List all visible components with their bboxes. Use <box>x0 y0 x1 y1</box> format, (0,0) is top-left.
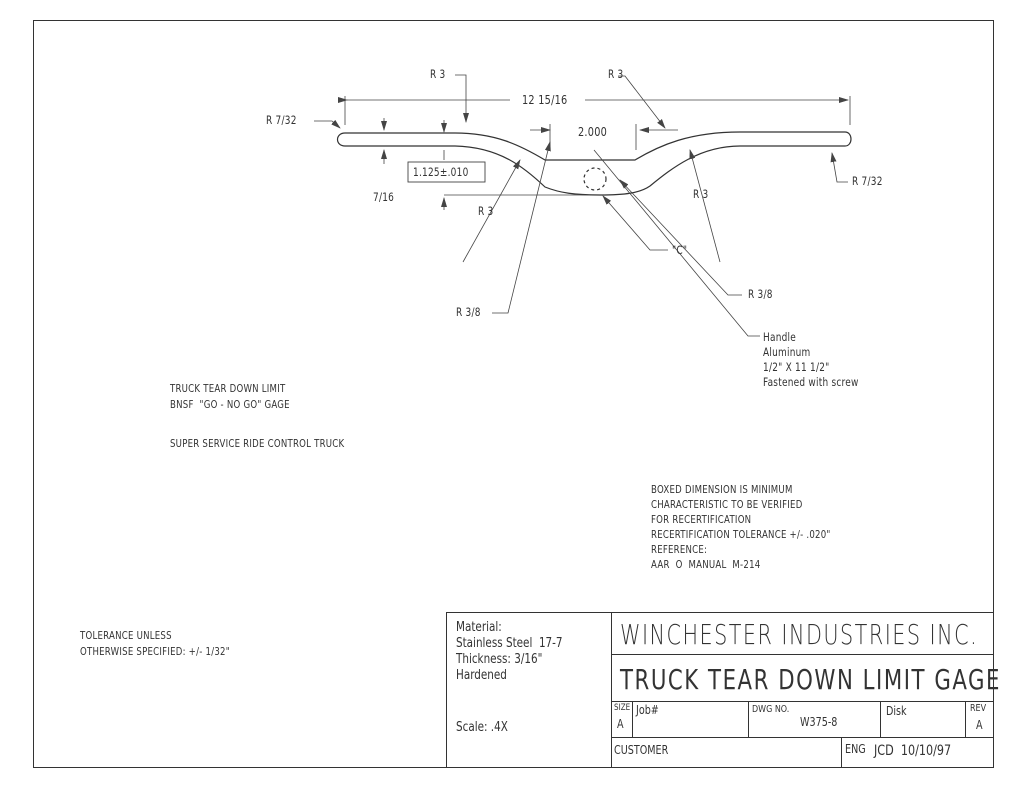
size-label: SIZE <box>614 703 631 713</box>
boxed-note-line-5: REFERENCE: <box>651 543 708 556</box>
gage-outline-top <box>345 131 845 161</box>
eng-label: ENG <box>845 742 866 756</box>
dim-overall-length: 12 15/16 <box>522 92 568 107</box>
size-value: A <box>617 717 624 731</box>
boxed-dimension-note: BOXED DIMENSION IS MINIMUM CHARACTERISTI… <box>651 482 881 572</box>
rev-value: A <box>976 718 983 732</box>
boxed-note-line-4: RECERTIFICATION TOLERANCE +/- .020" <box>651 528 831 541</box>
material-line-2: Stainless Steel 17-7 <box>456 636 563 651</box>
gage-left-end <box>336 132 346 147</box>
dim-point-c: "C" <box>672 243 688 257</box>
dim-boxed-height: 1.125±.010 <box>413 165 469 179</box>
dim-r3-lower-right: R 3 <box>693 187 709 201</box>
boxed-note-line-3: FOR RECERTIFICATION <box>651 513 752 526</box>
rev-label: REV <box>970 703 987 714</box>
customer-label: CUSTOMER <box>614 743 669 757</box>
dim-r3-top-left: R 3 <box>430 67 446 81</box>
dim-r3-lower-left: R 3 <box>478 204 494 218</box>
gage-right-end <box>844 131 852 147</box>
dim-r732-right: R 7/32 <box>852 174 883 188</box>
handle-line-1: Handle <box>763 330 797 344</box>
company-name: WINCHESTER INDUSTRIES INC. <box>620 618 979 651</box>
material-line-4: Hardened <box>456 668 507 683</box>
boxed-note-line-1: BOXED DIMENSION IS MINIMUM <box>651 483 793 496</box>
handle-note: Handle Aluminum 1/2" X 11 1/2" Fastened … <box>763 330 886 390</box>
eng-value: JCD 10/10/97 <box>874 743 952 759</box>
disk-label: Disk <box>886 704 907 718</box>
boxed-note-line-6: AAR O MANUAL M-214 <box>651 558 761 571</box>
left-note-line-3: SUPER SERVICE RIDE CONTROL TRUCK <box>170 437 345 450</box>
left-note-line-1: TRUCK TEAR DOWN LIMIT <box>170 382 286 395</box>
handle-line-4: Fastened with screw <box>763 375 859 389</box>
handle-line-3: 1/2" X 11 1/2" <box>763 360 830 374</box>
eng-cell <box>841 737 994 768</box>
job-label: Job# <box>636 703 659 717</box>
dwg-label: DWG NO. <box>752 704 790 715</box>
dim-center-flat: 2.000 <box>578 124 608 139</box>
material-line-3: Thickness: 3/16" <box>456 652 543 667</box>
dim-left-height: 7/16 <box>373 190 395 204</box>
boxed-note-line-2: CHARACTERISTIC TO BE VERIFIED <box>651 498 803 511</box>
tolerance-line-1: TOLERANCE UNLESS <box>80 629 172 642</box>
dim-r732-left: R 7/32 <box>266 113 297 127</box>
dim-r38-right: R 3/8 <box>748 287 773 301</box>
dwg-value: W375-8 <box>800 715 838 729</box>
center-point-circle <box>583 167 607 191</box>
title-block: Material: Stainless Steel 17-7 Thickness… <box>446 612 999 768</box>
material-line-1: Material: <box>456 620 502 635</box>
scale-label: Scale: .4X <box>456 720 508 735</box>
dim-r3-top-right: R 3 <box>608 67 624 81</box>
left-note-line-2: BNSF "GO - NO GO" GAGE <box>170 398 290 411</box>
handle-line-2: Aluminum <box>763 345 811 359</box>
drawing-title: TRUCK TEAR DOWN LIMIT GAGE <box>620 663 1002 696</box>
tolerance-line-2: OTHERWISE SPECIFIED: +/- 1/32" <box>80 645 230 658</box>
dim-r38-left: R 3/8 <box>456 305 481 319</box>
